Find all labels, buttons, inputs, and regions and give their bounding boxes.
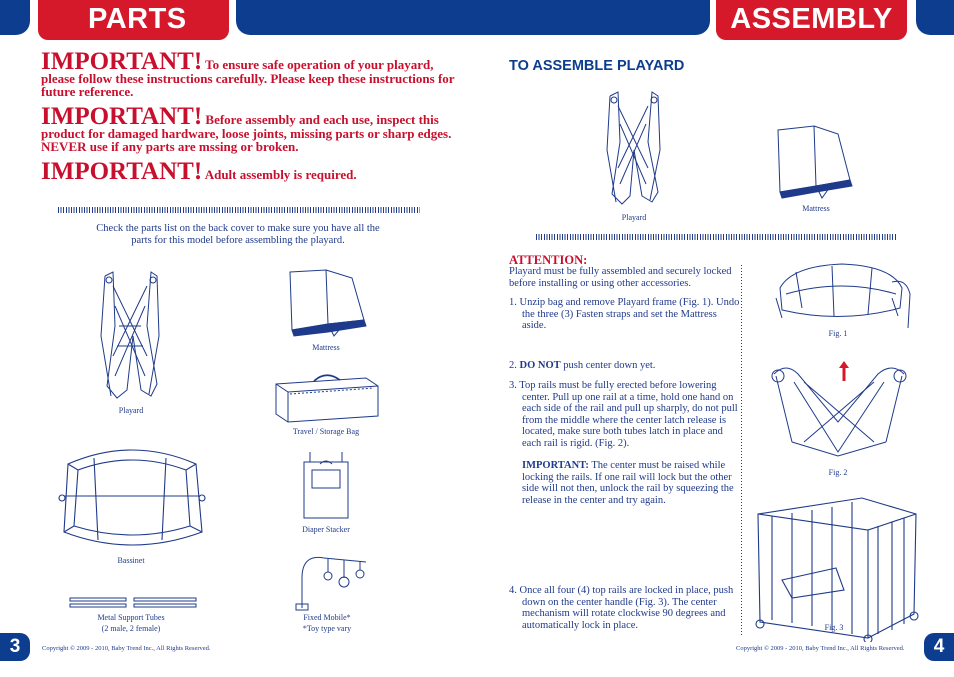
travel-bag-illustration bbox=[270, 370, 382, 425]
assembly-mattress-illustration bbox=[772, 122, 856, 200]
mattress-caption: Mattress bbox=[312, 343, 340, 352]
fig3-caption: Fig. 3 bbox=[824, 623, 844, 632]
step-3-important: IMPORTANT: The center must be raised whi… bbox=[522, 460, 734, 506]
parts-intro-text: Check the parts list on the back cover t… bbox=[96, 223, 380, 246]
bassinet-illustration bbox=[58, 440, 206, 552]
fixed-mobile-caption-line1: Fixed Mobile* bbox=[303, 613, 351, 622]
header-band-right bbox=[916, 0, 954, 35]
up-arrow-icon bbox=[839, 361, 849, 381]
bassinet-caption: Bassinet bbox=[117, 556, 145, 565]
important-notice-1: IMPORTANT! To ensure safe operation of y… bbox=[41, 48, 455, 99]
attention-text: Playard must be fully assembled and secu… bbox=[509, 266, 732, 289]
travel-bag-caption: Travel / Storage Bag bbox=[292, 427, 360, 436]
copyright-left: Copyright © 2009 - 2010, Baby Trend Inc.… bbox=[42, 645, 211, 652]
metal-support-tubes-illustration bbox=[68, 597, 198, 609]
mattress-illustration bbox=[284, 266, 370, 340]
assembly-mattress-caption: Mattress bbox=[802, 204, 830, 213]
dotted-divider-left bbox=[58, 207, 420, 213]
diaper-stacker-illustration bbox=[300, 450, 352, 522]
copyright-right: Copyright © 2009 - 2010, Baby Trend Inc.… bbox=[736, 645, 905, 652]
important-notice-2: IMPORTANT! Before assembly and each use,… bbox=[41, 103, 452, 154]
attention-label: ATTENTION: bbox=[509, 253, 588, 267]
step-3: 3. Top rails must be fully erected befor… bbox=[509, 380, 738, 449]
playard-caption: Playard bbox=[118, 406, 144, 415]
metal-tubes-caption-line1: Metal Support Tubes bbox=[97, 613, 165, 622]
assembly-playard-illustration bbox=[604, 88, 662, 208]
step-4: 4. Once all four (4) top rails are locke… bbox=[509, 585, 734, 631]
parts-title: PARTS bbox=[38, 0, 229, 40]
assembly-title: ASSEMBLY bbox=[716, 0, 907, 40]
header-band-center bbox=[236, 0, 710, 35]
page-number-left: 3 bbox=[0, 633, 30, 661]
dotted-divider-right bbox=[536, 234, 896, 240]
metal-tubes-caption-line2: (2 male, 2 female) bbox=[101, 624, 161, 633]
fig1-caption: Fig. 1 bbox=[828, 329, 848, 338]
fixed-mobile-caption-line2: *Toy type vary bbox=[302, 624, 352, 633]
step-1: 1. Unzip bag and remove Playard frame (F… bbox=[509, 297, 740, 331]
fig3-illustration bbox=[752, 494, 920, 642]
important-notice-3: IMPORTANT! Adult assembly is required. bbox=[41, 158, 357, 185]
diaper-stacker-caption: Diaper Stacker bbox=[302, 525, 350, 534]
fig2-illustration bbox=[764, 362, 914, 464]
header-band-left bbox=[0, 0, 30, 35]
assembly-playard-caption: Playard bbox=[621, 213, 647, 222]
fixed-mobile-illustration bbox=[288, 548, 372, 612]
assemble-playard-heading: TO ASSEMBLE PLAYARD bbox=[509, 58, 685, 74]
fig1-illustration bbox=[772, 258, 914, 330]
fig2-caption: Fig. 2 bbox=[828, 468, 848, 477]
step-2: 2. DO NOT push center down yet. bbox=[509, 360, 656, 371]
vertical-dotted-divider bbox=[741, 265, 742, 635]
playard-folded-illustration bbox=[97, 266, 163, 402]
page-number-right: 4 bbox=[924, 633, 954, 661]
